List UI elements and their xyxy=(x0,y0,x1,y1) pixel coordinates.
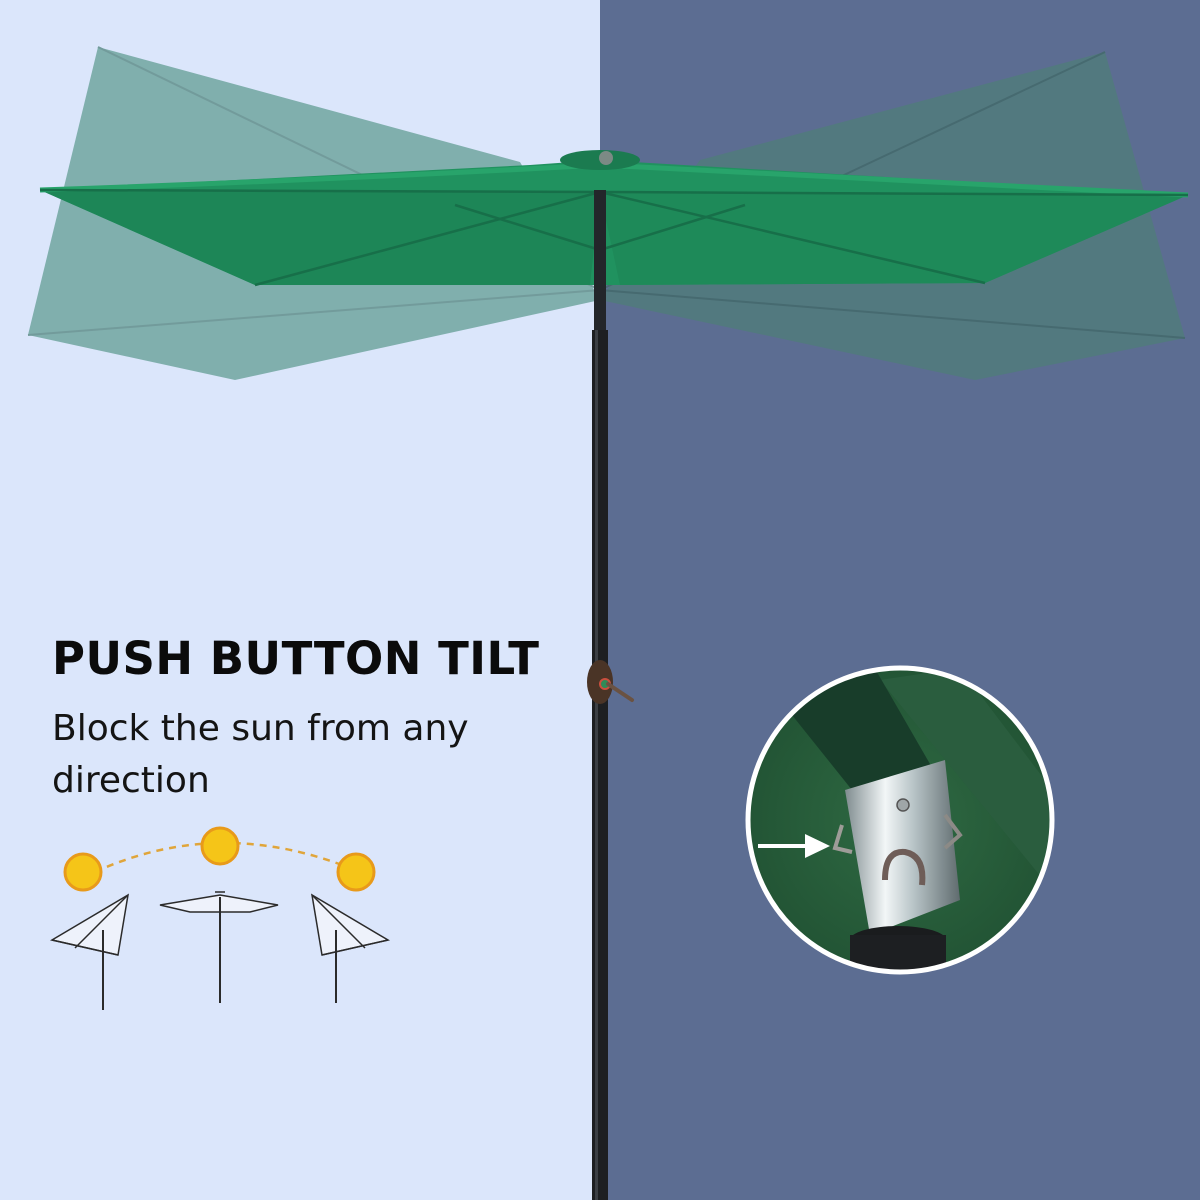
main-canopy xyxy=(39,150,1189,287)
tilt-mechanism-closeup xyxy=(745,665,1055,975)
umbrella-upright-icon xyxy=(159,891,279,1003)
sun-icon-center xyxy=(200,826,240,866)
sun-icon-right xyxy=(336,852,376,892)
sun-icon-left xyxy=(63,852,103,892)
tilt-button-icon xyxy=(587,660,634,704)
subline: Block the sun from any direction xyxy=(52,708,469,801)
umbrella-tilted-left-icon xyxy=(49,893,130,1010)
umbrella-pole xyxy=(587,190,634,1200)
headline: PUSH BUTTON TILT xyxy=(52,632,540,685)
arrow-right-icon xyxy=(758,834,830,858)
umbrella-tilted-right-icon xyxy=(310,893,391,1003)
